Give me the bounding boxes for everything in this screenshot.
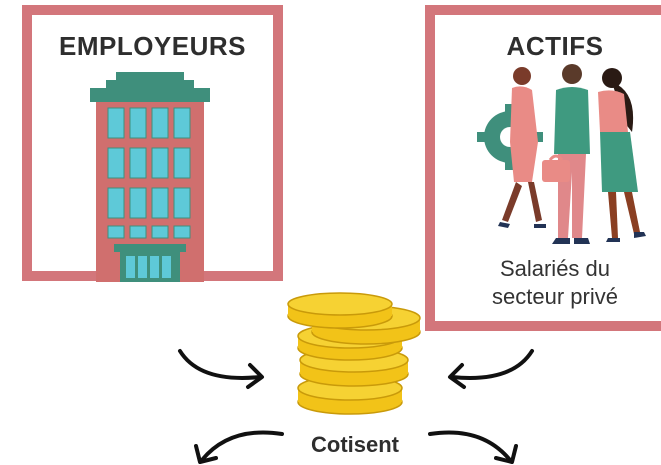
arrow-down-left	[194, 430, 284, 464]
arrow-employers-to-coins	[178, 349, 264, 389]
coin-stack-icon	[287, 292, 421, 415]
arrow-down-right	[428, 430, 518, 464]
contribute-label: Cotisent	[311, 432, 399, 457]
workers-title: ACTIFS	[506, 31, 604, 61]
team-of-workers-illustration	[477, 64, 646, 244]
office-building-icon	[90, 72, 210, 282]
workers-caption-line-1: Salariés du	[499, 256, 611, 281]
arrow-workers-to-coins	[448, 349, 534, 389]
employers-title: EMPLOYEURS	[58, 31, 247, 61]
workers-caption-line-2: secteur privé	[492, 284, 618, 309]
